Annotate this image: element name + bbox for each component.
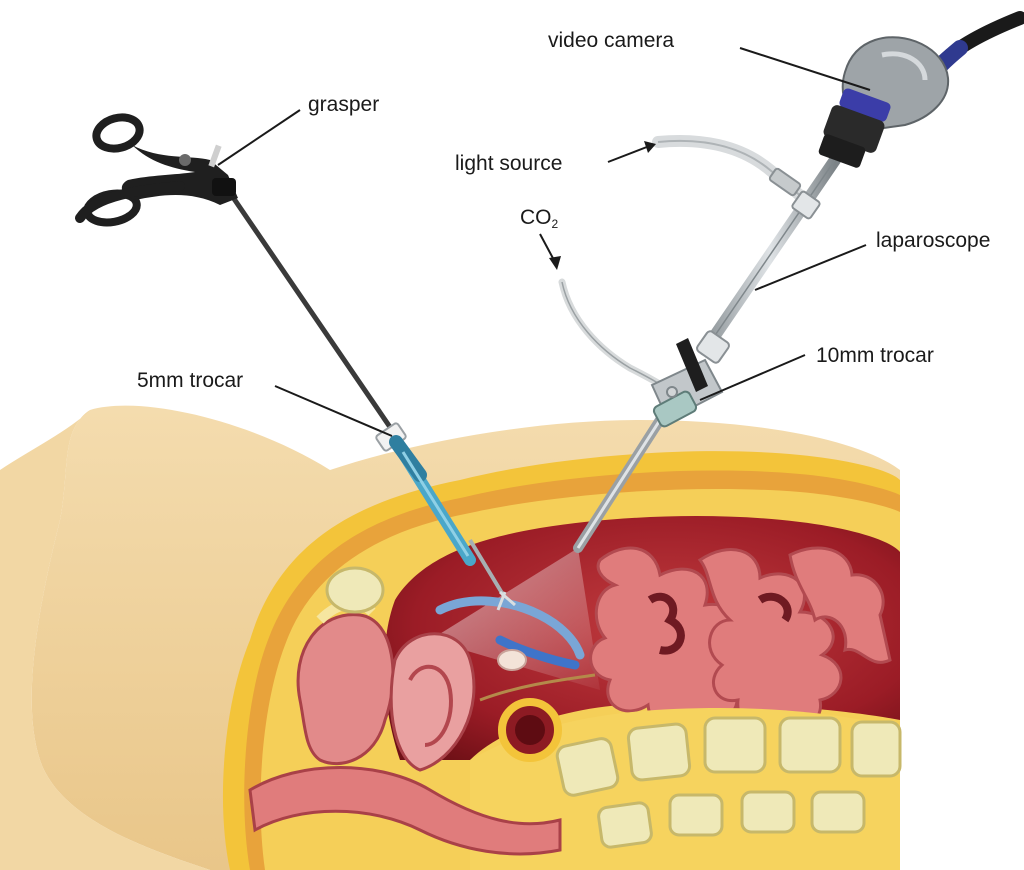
laparoscope-leader — [754, 244, 867, 291]
adnexa — [435, 596, 596, 702]
callout-lines — [217, 47, 871, 437]
co2-arrow — [549, 256, 561, 270]
grasper-instrument — [75, 113, 516, 611]
co2-tube — [558, 278, 676, 396]
trocar-5mm-leader — [274, 385, 393, 437]
video-camera-leader — [739, 47, 871, 91]
co2-leader — [539, 233, 556, 263]
light-source-arrow — [644, 141, 656, 153]
laparoscope-instrument — [573, 154, 841, 553]
trocar-10mm-leader — [699, 354, 806, 401]
grasper-leader — [217, 109, 301, 166]
co2-label: CO2 — [520, 207, 558, 230]
laparoscope-label: laparoscope — [876, 229, 991, 252]
trocar-10mm-label: 10mm trocar — [816, 344, 934, 367]
grasper-label: grasper — [308, 93, 380, 116]
light-source-label: light source — [455, 152, 563, 175]
trocar-10mm — [650, 338, 724, 428]
light-source-leader — [607, 144, 653, 163]
light-cone — [430, 548, 600, 690]
co2-label-main: CO — [520, 206, 552, 229]
spine — [470, 708, 902, 870]
video-camera-head — [818, 11, 1024, 168]
video-camera-label: video camera — [548, 29, 675, 52]
trocar-5mm-label: 5mm trocar — [137, 369, 244, 392]
pelvic-organs — [248, 566, 562, 856]
co2-label-sub: 2 — [551, 217, 559, 231]
trocar-5mm — [375, 422, 476, 566]
